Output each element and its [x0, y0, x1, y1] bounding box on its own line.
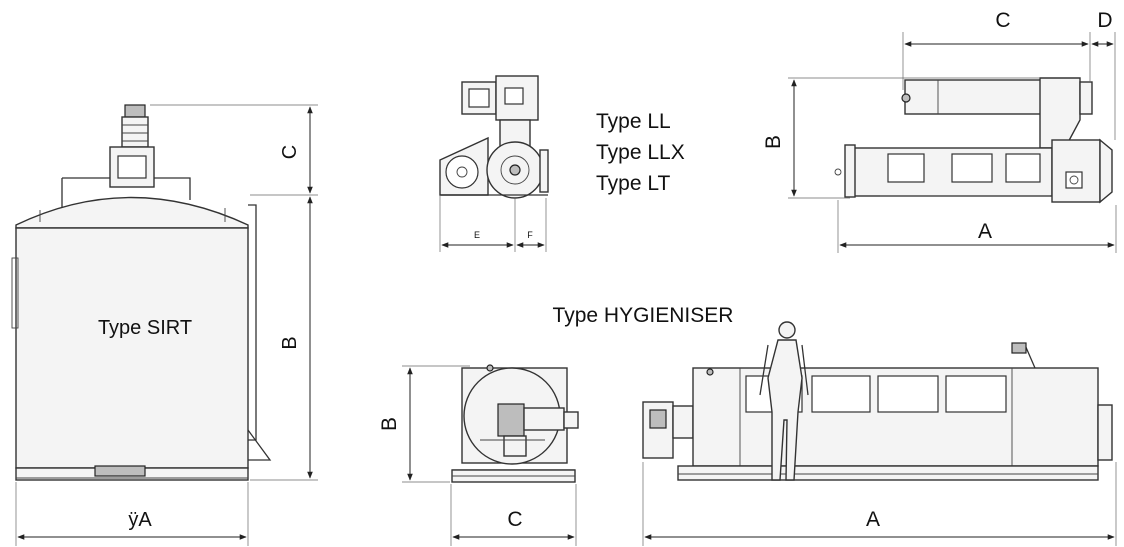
type-sirt-label: Type SIRT — [98, 317, 192, 339]
ll-dim-f-label: F — [527, 230, 533, 240]
hygieniser-front-dims — [402, 365, 577, 546]
sirt-dim-a-label: ÿA — [128, 509, 152, 531]
type-llx-label: Type LLX — [596, 141, 685, 164]
type-lt-label: Type LT — [596, 172, 670, 195]
hyg-side-dim-a-label: A — [866, 508, 880, 531]
ll-side-dim-d-label: D — [1097, 9, 1112, 32]
ll-side-dim-c-label: C — [995, 9, 1010, 32]
ll-side-dims — [788, 32, 1117, 253]
sirt-dim-c-label: C — [279, 145, 301, 159]
hygieniser-side-drawing — [642, 321, 1113, 481]
ll-dim-e-label: E — [474, 230, 480, 240]
type-hygieniser-label: Type HYGIENISER — [553, 304, 734, 327]
sirt-dim-cb — [150, 104, 318, 481]
sirt-dim-b-label: B — [279, 336, 301, 349]
ll-side-drawing — [834, 77, 1113, 204]
hygieniser-front-drawing — [451, 364, 579, 483]
ll-front-dims — [439, 195, 547, 252]
ll-front-drawing — [439, 75, 549, 199]
hygieniser-side-dims — [642, 462, 1117, 546]
sirt-drawing — [11, 104, 272, 481]
hyg-front-dim-b-label: B — [378, 417, 401, 431]
hyg-front-dim-c-label: C — [507, 508, 522, 531]
sirt-dim-a — [15, 482, 249, 546]
ll-side-dim-a-label: A — [978, 220, 992, 243]
type-ll-label: Type LL — [596, 110, 671, 133]
ll-side-dim-b-label: B — [762, 135, 785, 149]
